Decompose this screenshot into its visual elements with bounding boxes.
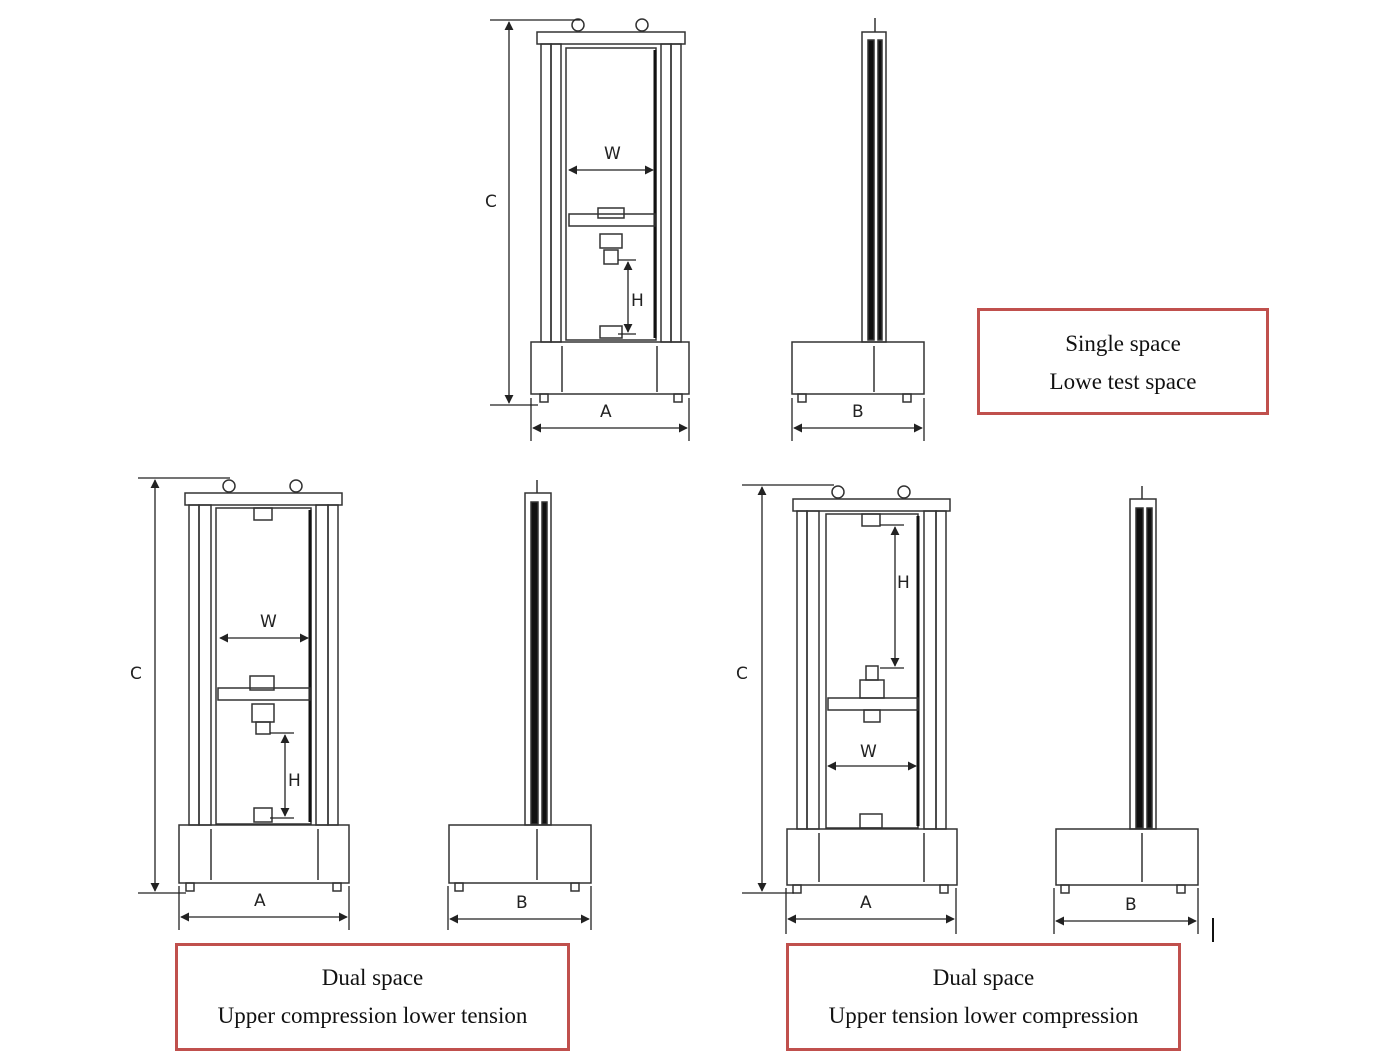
left-label-w: W (260, 612, 277, 632)
dual-space-a-caption: Dual space Upper compression lower tensi… (175, 943, 570, 1051)
single-space-caption-line2: Lowe test space (1049, 369, 1197, 394)
left-label-h: H (288, 771, 301, 791)
dimension-labels: C W H A B C W H A B C W H A B (130, 144, 1137, 915)
right-label-w: W (860, 742, 877, 762)
right-label-a: A (860, 893, 872, 913)
top-label-b: B (852, 402, 864, 422)
left-label-c: C (130, 664, 142, 684)
single-space-front-view (530, 18, 690, 403)
left-label-b: B (516, 893, 528, 913)
top-label-a: A (600, 402, 612, 422)
right-label-c: C (736, 664, 748, 684)
dual-space-b-caption-line1: Dual space (932, 965, 1035, 990)
dual-space-a-caption-line1: Dual space (321, 965, 424, 990)
dual-space-b-side-view (1055, 486, 1214, 942)
dual-space-b-front-view (786, 485, 958, 894)
dual-space-a-caption-line2: Upper compression lower tension (217, 1003, 528, 1028)
single-space-caption: Single space Lowe test space (977, 308, 1269, 415)
dual-space-b-caption: Dual space Upper tension lower compressi… (786, 943, 1181, 1051)
dimension-lines (138, 19, 1199, 934)
right-label-b: B (1125, 895, 1137, 915)
top-label-c: C (485, 192, 497, 212)
dual-space-b-caption-line2: Upper tension lower compression (828, 1003, 1139, 1028)
single-space-side-view (791, 18, 925, 403)
dual-space-a-front-view (178, 479, 350, 892)
left-label-a: A (254, 891, 266, 911)
single-space-caption-line1: Single space (1065, 331, 1181, 356)
top-label-h: H (631, 291, 644, 311)
top-label-w: W (604, 144, 621, 164)
right-label-h: H (897, 573, 910, 593)
dual-space-a-side-view (448, 480, 592, 892)
